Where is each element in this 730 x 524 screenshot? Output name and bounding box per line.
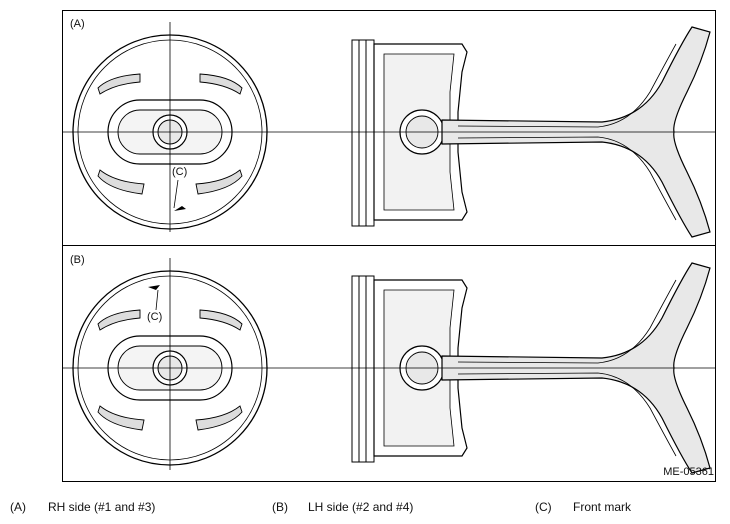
legend-key-a: (A) xyxy=(10,500,26,514)
legend-key-c: (C) xyxy=(535,500,552,514)
panel-divider xyxy=(62,245,716,246)
callout-c-b: (C) xyxy=(147,311,163,323)
legend-text-c: Front mark xyxy=(573,500,632,514)
figure-frame xyxy=(62,10,716,482)
leader-line-b xyxy=(155,289,159,311)
panel-label-b: (B) xyxy=(70,254,85,266)
front-mark-arrow-b xyxy=(148,285,160,290)
legend-text-a: RH side (#1 and #3) xyxy=(48,500,156,514)
callout-c-a: (C) xyxy=(172,166,188,178)
figure-code: ME-05361 xyxy=(663,466,714,478)
legend-text-b: LH side (#2 and #4) xyxy=(308,500,414,514)
legend: (A) RH side (#1 and #3) (B) LH side (#2 … xyxy=(0,500,730,520)
front-mark-arrow-a xyxy=(174,206,186,211)
legend-key-b: (B) xyxy=(272,500,288,514)
panel-label-a: (A) xyxy=(70,18,85,30)
leader-line-a xyxy=(173,179,179,209)
